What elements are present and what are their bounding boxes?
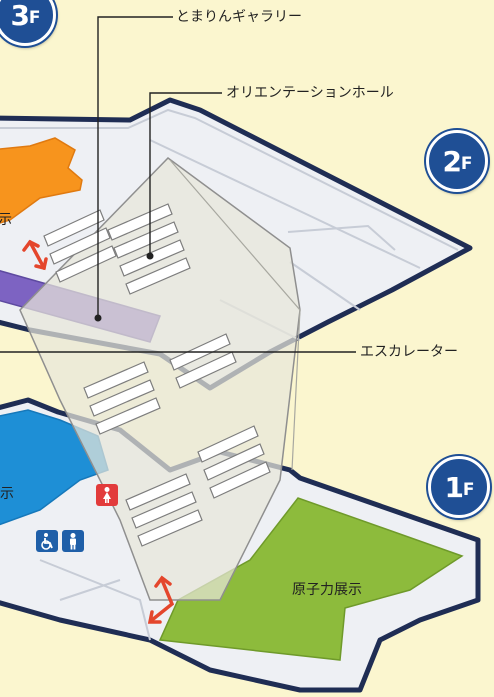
wheelchair-icon [36,530,58,552]
exhibit-area-orange [0,137,83,224]
vertical-link-arrow-1f [147,575,175,624]
label-escalator: エスカレーター [360,344,458,360]
escalator-steps [43,203,271,547]
floor-badge-3f-num: 3 [10,0,30,32]
restroom-women-icon [96,484,118,506]
label-exhibit-3f: 示 [0,212,12,228]
label-orientation-hall: オリエンテーションホール [226,85,394,101]
label-gallery: とまりんギャラリー [176,9,302,25]
floor-badge-3f-suffix: F [28,8,41,28]
exhibit-area-green [158,497,464,661]
floor-badge-1f-suffix: F [462,480,475,500]
floor-badge-1f-num: 1 [444,470,464,504]
vertical-link-arrow-2f [22,239,48,271]
label-exhibit-2f: 展示 [0,486,14,502]
leader-orientation-hall [149,92,222,256]
label-nuclear-exhibit: 原子力展示 [292,582,362,598]
restroom-men-icon [62,530,84,552]
floor-badge-2f-num: 2 [442,144,462,178]
leader-gallery [97,16,173,318]
floor-badge-2f-suffix: F [460,154,473,174]
